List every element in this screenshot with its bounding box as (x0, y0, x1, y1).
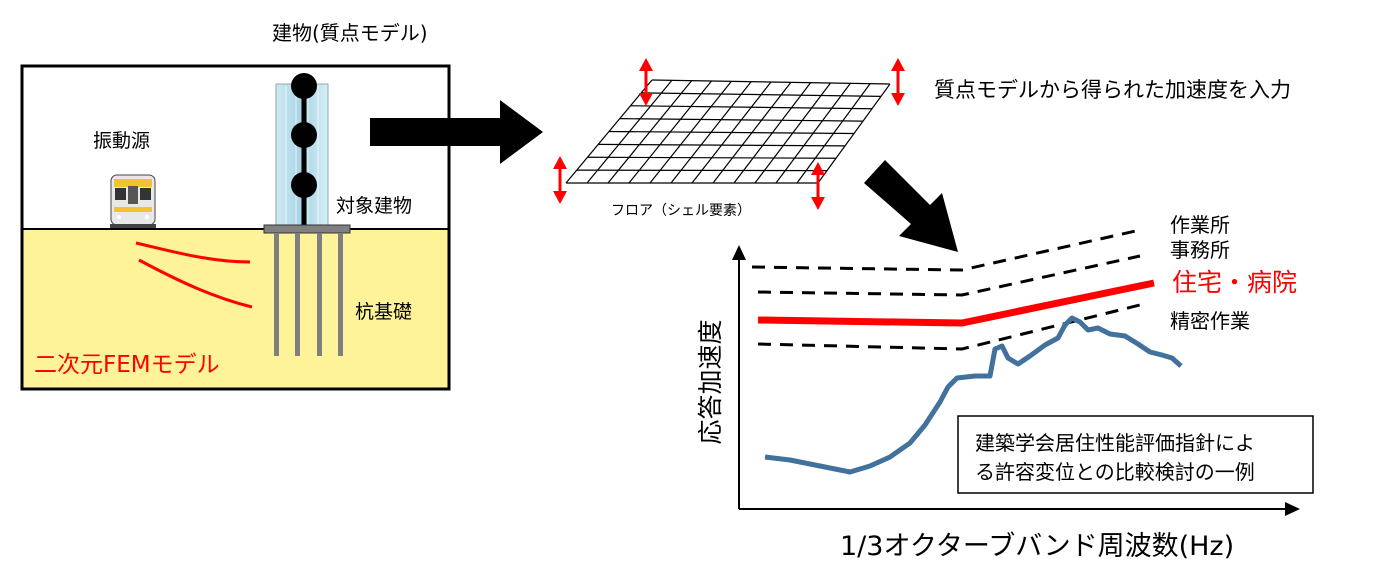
pile-foundation-label: 杭基礎 (355, 301, 413, 323)
building-windows (285, 86, 319, 224)
label-precision: 精密作業 (1170, 309, 1250, 333)
fem-model-label: 二次元FEMモデル (34, 352, 220, 378)
target-building-label: 対象建物 (336, 195, 413, 217)
floor-label: フロア（シェル要素） (611, 203, 751, 219)
model-frame (20, 64, 451, 391)
input-note: 質点モデルから得られた加速度を入力 (934, 78, 1291, 102)
fem-model-panel (20, 64, 451, 391)
note-line-1: 建築学会居住性能評価指針によ (975, 431, 1255, 455)
red-double-arrow (811, 162, 825, 210)
wave-line-1 (135, 241, 251, 264)
grid-line-width (587, 156, 837, 159)
mass-point-bottom (291, 172, 317, 198)
grid-line-width (608, 130, 855, 135)
foundation-slab (263, 224, 351, 234)
red-input-arrows (553, 58, 905, 210)
response-curve (764, 315, 1183, 475)
arrow-right (370, 100, 543, 164)
red-double-arrow (553, 156, 567, 204)
grid-line-width (619, 118, 864, 122)
floor-shell-grid (565, 79, 891, 184)
x-axis-arrowhead (1285, 502, 1300, 516)
vibration-source-label: 振動源 (93, 130, 151, 152)
response-chart (732, 228, 1314, 516)
red-double-arrow (891, 58, 905, 106)
grid-line-width (651, 79, 891, 85)
chart-ylabel: 応答加速度 (696, 319, 725, 444)
arrow-down-right (864, 160, 958, 252)
piles (274, 233, 343, 356)
label-factory: 作業所 (1170, 213, 1230, 237)
criteria-line-precision (757, 303, 1141, 351)
chart-xlabel: 1/3オクターブバンド周波数(Hz) (840, 531, 1235, 562)
label-residential: 住宅・病院 (1172, 268, 1298, 297)
note-line-2: る許容変位との比較検討の一例 (975, 460, 1255, 484)
note-box (957, 415, 1314, 494)
criteria-line-office (757, 254, 1141, 297)
building-title: 建物(質点モデル) (272, 21, 428, 45)
mass-point-middle (291, 122, 317, 148)
soil-area (22, 229, 449, 389)
y-axis-arrowhead (732, 245, 746, 260)
grid-line-width (576, 169, 828, 172)
mass-point-top (291, 73, 317, 99)
label-office: 事務所 (1170, 238, 1230, 262)
criteria-line-factory (751, 228, 1141, 272)
grid-line-width (641, 92, 882, 97)
train-icon (110, 174, 156, 228)
wave-line-2 (138, 258, 253, 309)
grid-line-width (630, 105, 873, 110)
criteria-line-residential (757, 279, 1155, 327)
red-double-arrow (639, 58, 653, 106)
grid-line-width (598, 143, 846, 147)
